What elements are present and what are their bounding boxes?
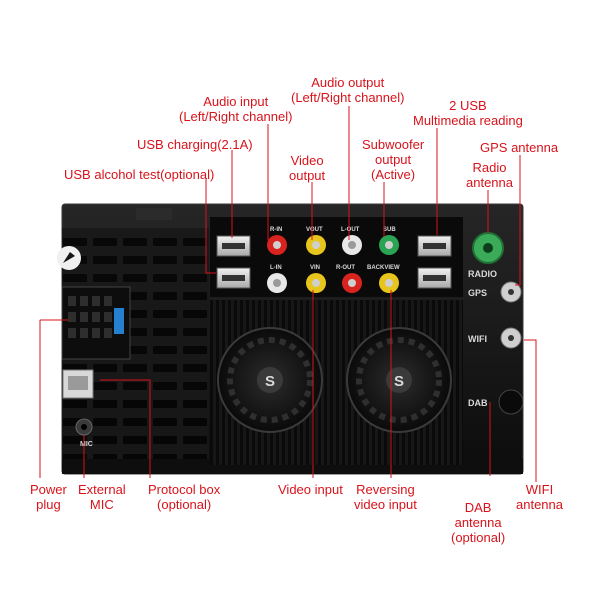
label-gps-antenna: GPS antenna	[480, 140, 559, 155]
callout-lines	[39, 106, 537, 482]
power-plug-pins	[68, 296, 112, 338]
label-audio-input: Audio input(Left/Right channel)	[179, 94, 293, 124]
silk-sub: SUB	[383, 227, 396, 233]
fan-right-letter: S	[394, 373, 404, 390]
radio-antenna-hole	[483, 243, 493, 253]
silk-r-out: R-OUT	[336, 265, 355, 271]
wifi-antenna-hole	[508, 335, 514, 341]
silk-vin: VIN	[310, 265, 320, 271]
silk-vout: VOUT	[306, 227, 323, 233]
top-notch	[136, 208, 172, 220]
silk-dab: DAB	[468, 398, 488, 408]
silk-l-in: L-IN	[270, 265, 282, 271]
label-protocol-box: Protocol box(optional)	[148, 482, 221, 512]
fan-left-letter: S	[265, 373, 275, 390]
fuse	[114, 308, 124, 334]
rca-ports	[267, 235, 399, 293]
fan-left: S	[217, 327, 323, 433]
silk-wifi: WIFI	[468, 334, 487, 344]
label-audio-output: Audio output(Left/Right channel)	[291, 75, 405, 105]
s-logo-icon	[386, 367, 412, 393]
usb-alcohol-slot	[222, 275, 245, 281]
mic-silk: MIC	[80, 441, 93, 448]
usb-media-1-slot	[423, 243, 446, 249]
label-usb-alcohol: USB alcohol test(optional)	[64, 167, 215, 182]
silk-gps: GPS	[468, 288, 487, 298]
silk-l-out: L-OUT	[341, 227, 360, 233]
s-logo-icon	[257, 367, 283, 393]
silk-radio: RADIO	[468, 269, 497, 279]
usb-charging-slot	[222, 243, 245, 249]
protocol-box-socket	[68, 376, 88, 390]
silk-r-in: R-IN	[270, 227, 282, 233]
line-gps	[515, 155, 521, 286]
line-wifi	[524, 339, 537, 482]
mic-jack-hole	[81, 424, 87, 430]
line-usb-alcohol	[205, 178, 216, 274]
gps-antenna-hole	[508, 289, 514, 295]
usb-media-2-slot	[423, 275, 446, 281]
label-video-input: Video input	[278, 482, 343, 497]
line-protocol	[100, 379, 151, 478]
label-usb-charging: USB charging(2.1A)	[137, 137, 253, 152]
dab-antenna-connector	[498, 389, 524, 415]
rocket-logo-mark	[63, 252, 75, 263]
silk-backview: BACKVIEW	[367, 265, 400, 271]
fan-right: S	[346, 327, 452, 433]
